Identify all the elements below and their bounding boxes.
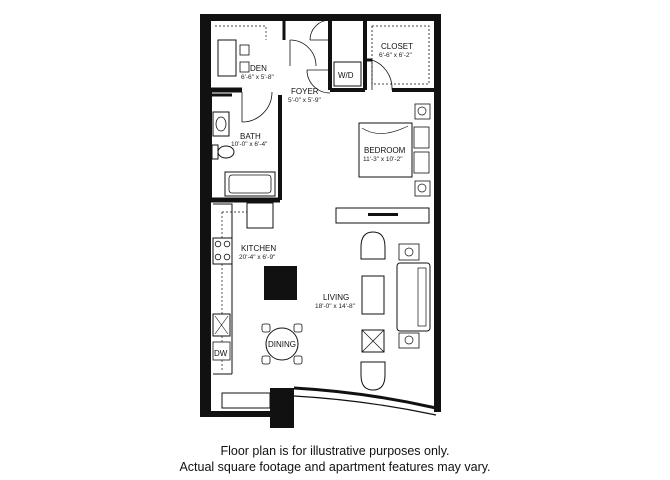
- wd-label: W/D: [338, 71, 354, 80]
- dining-chair-tr: [293, 323, 303, 333]
- window-bench: [221, 392, 271, 409]
- wall-left-thick: [200, 92, 212, 202]
- toilet-tank: [211, 144, 219, 160]
- tv: [368, 213, 398, 216]
- bath-sink-bowl: [215, 116, 227, 132]
- coffee-table: [361, 275, 385, 315]
- armchair-top: [360, 231, 386, 260]
- disclaimer-line-2: Actual square footage and apartment feat…: [179, 460, 491, 474]
- kitchen-island: [264, 266, 297, 300]
- curved-window-wall: [293, 386, 437, 410]
- door-swings: [241, 19, 393, 123]
- living-size: 18'-0" x 14'-8": [315, 303, 356, 310]
- wall-bottom-left: [200, 411, 270, 417]
- dining-label: DINING: [268, 340, 296, 349]
- wd-box: [333, 61, 362, 87]
- dining-chair-tl: [261, 323, 271, 333]
- dining-chair-br: [293, 355, 303, 365]
- den-label: DEN: [250, 64, 267, 73]
- dining-table: [265, 327, 299, 361]
- end-table-top: [398, 243, 420, 261]
- den-chair: [239, 44, 250, 56]
- bed: [358, 122, 413, 178]
- closet-dashed: [371, 25, 430, 85]
- disclaimer-line-1: Floor plan is for illustrative purposes …: [220, 444, 450, 458]
- pillow-1: [413, 126, 430, 149]
- toilet-bowl: [217, 145, 235, 159]
- pillow-2: [413, 151, 430, 174]
- sofa-back: [417, 267, 427, 327]
- den-dashed-shelf: [215, 25, 267, 40]
- nightstand-top: [414, 103, 431, 120]
- bedroom-label: BEDROOM: [364, 146, 406, 155]
- bedroom-size: 11'-3" x 10'-2": [363, 156, 403, 163]
- dining-chair-bl: [261, 355, 271, 365]
- stove: [212, 237, 233, 265]
- closet-label: CLOSET: [381, 42, 413, 51]
- den-desk: [217, 39, 237, 77]
- wall-left: [200, 14, 211, 417]
- dishwasher: [212, 341, 231, 361]
- dw-label: DW: [214, 349, 228, 358]
- wall-top: [200, 14, 441, 21]
- living-label: LIVING: [323, 293, 349, 302]
- den-size: 6'-6" x 5'-8": [241, 74, 274, 81]
- wall-bottom-pier: [270, 388, 294, 428]
- bath-size: 10'-0" x 6'-4": [231, 141, 268, 148]
- kitchen-label: KITCHEN: [241, 244, 276, 253]
- armchair-bottom: [360, 361, 386, 391]
- foyer-size: 5'-0" x 5'-9": [288, 97, 321, 104]
- exterior-walls: [200, 14, 441, 428]
- wall-right: [434, 14, 441, 412]
- closet-size: 6'-6" x 6'-2": [379, 52, 412, 59]
- nightstand-bottom: [414, 180, 431, 197]
- foyer-label: FOYER: [291, 87, 319, 96]
- curved-window-sill: [293, 395, 437, 416]
- interior-walls: [211, 21, 436, 375]
- kitchen-size: 20'-4" x 6'-9": [239, 254, 276, 261]
- end-table-bottom: [398, 332, 420, 349]
- bathtub-inner: [228, 174, 272, 194]
- bath-label: BATH: [240, 132, 261, 141]
- den-chair-2: [239, 61, 250, 73]
- refrigerator: [246, 202, 274, 229]
